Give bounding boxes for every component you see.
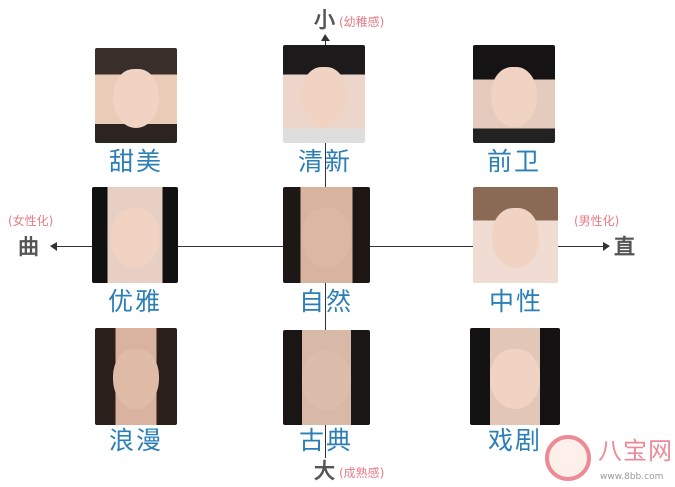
left-arrow-icon bbox=[50, 242, 57, 251]
watermark-name: 八宝网 bbox=[598, 437, 673, 465]
up-arrow-icon bbox=[321, 34, 330, 41]
axis-left-note: (女性化) bbox=[8, 214, 54, 228]
axis-top-label: 小 bbox=[314, 8, 335, 32]
photo-avant-garde bbox=[473, 45, 555, 143]
label-fresh: 清新 bbox=[297, 147, 352, 176]
axis-left-label: 曲 bbox=[18, 235, 39, 259]
axis-right-note: (男性化) bbox=[574, 214, 620, 228]
photo-fresh bbox=[283, 45, 365, 143]
axis-bottom-label: 大 bbox=[314, 459, 335, 483]
label-dramatic: 戏剧 bbox=[487, 426, 542, 455]
photo-natural bbox=[283, 187, 370, 283]
photo-neutral bbox=[473, 187, 558, 283]
photo-romantic bbox=[95, 328, 177, 425]
label-neutral: 中性 bbox=[488, 287, 543, 316]
label-romantic: 浪漫 bbox=[108, 426, 163, 455]
watermark-logo-icon bbox=[545, 435, 591, 481]
label-classic: 古典 bbox=[298, 426, 353, 455]
photo-dramatic bbox=[470, 328, 560, 425]
axis-right-label: 直 bbox=[614, 235, 635, 259]
photo-classic bbox=[283, 330, 370, 425]
right-arrow-icon bbox=[603, 242, 610, 251]
axis-top-note: (幼稚感) bbox=[339, 15, 385, 29]
label-avant-garde: 前卫 bbox=[486, 147, 541, 176]
label-sweet: 甜美 bbox=[108, 147, 163, 176]
photo-elegant bbox=[92, 187, 178, 283]
label-natural: 自然 bbox=[298, 287, 353, 316]
label-elegant: 优雅 bbox=[107, 287, 162, 316]
photo-sweet bbox=[95, 48, 177, 143]
axis-bottom-note: (成熟感) bbox=[339, 466, 385, 480]
watermark-url: www.8bb.com bbox=[600, 472, 664, 482]
